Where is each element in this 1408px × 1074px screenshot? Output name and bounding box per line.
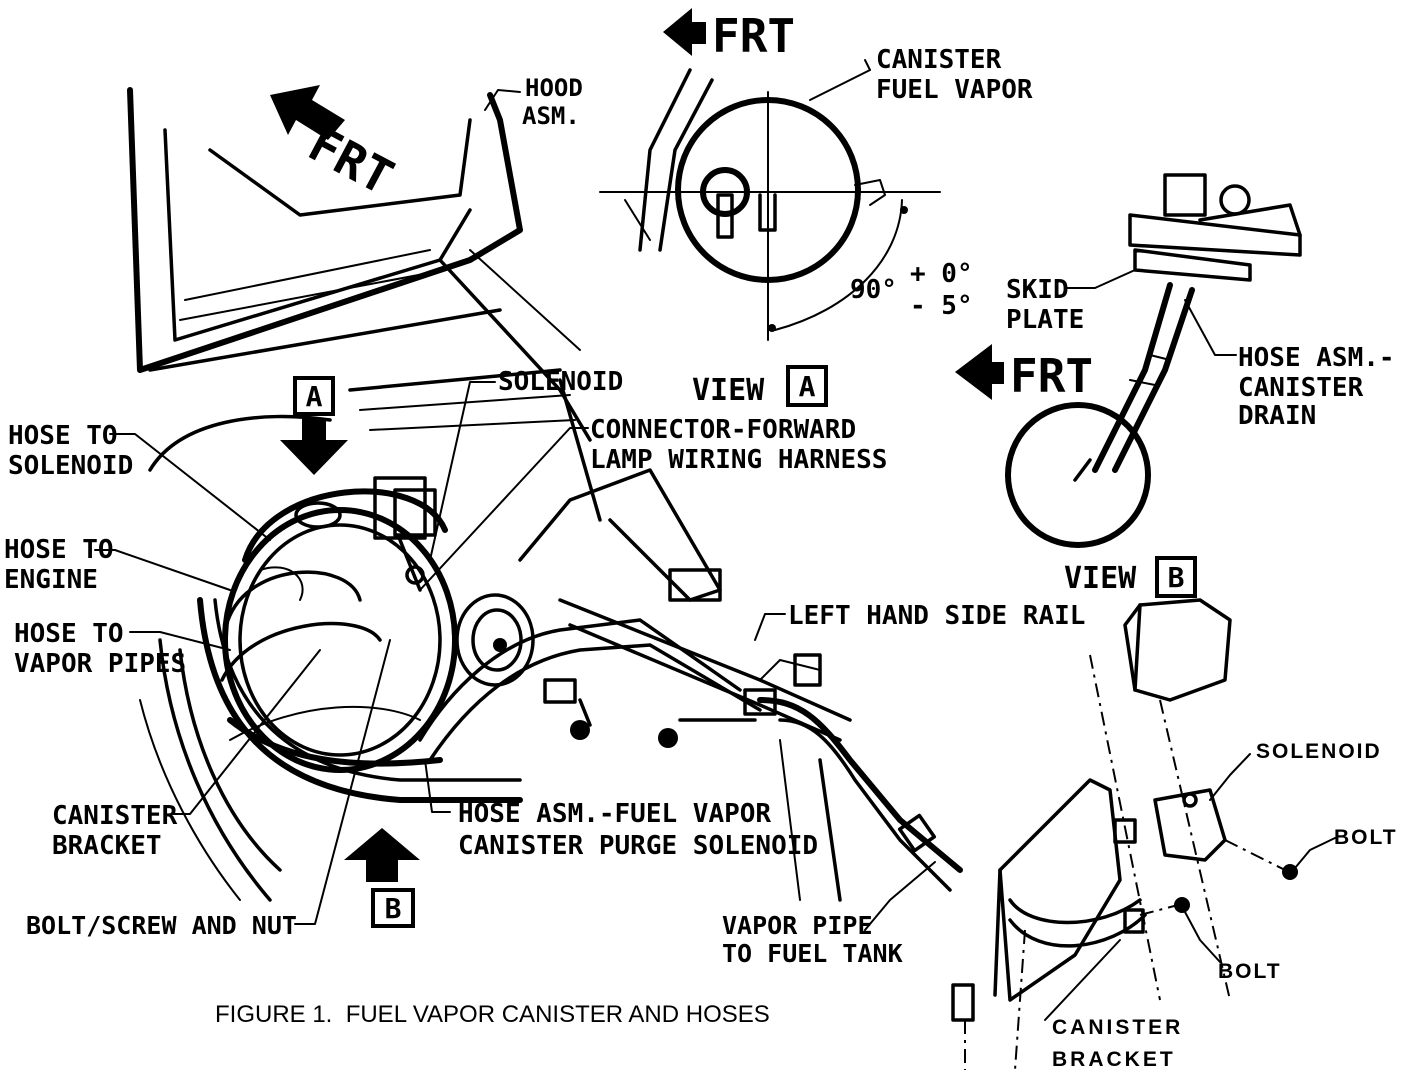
view-b-letter: B <box>1168 561 1185 594</box>
engine-bay-structure <box>139 368 602 902</box>
label-bolt-screw-nut: BOLT/SCREW AND NUT <box>26 911 297 940</box>
label-canister-bracket-2: BRACKET <box>52 831 162 861</box>
label-connector-2: LAMP WIRING HARNESS <box>590 445 887 475</box>
label-left-rail: LEFT HAND SIDE RAIL <box>788 601 1085 631</box>
view-a-detail: FRT 90° + 0° - 5° VIEW A <box>599 8 973 408</box>
label-purge-2: CANISTER PURGE SOLENOID <box>458 831 818 861</box>
label-purge-1: HOSE ASM.-FUEL VAPOR <box>458 799 771 829</box>
label-connector-1: CONNECTOR-FORWARD <box>590 415 856 445</box>
label-hose-drain-1: HOSE ASM.- <box>1238 343 1395 373</box>
view-a-indicator: A <box>280 376 348 475</box>
frt-view-b-text: FRT <box>1010 349 1093 403</box>
label-bolt-upper: BOLT <box>1334 826 1398 849</box>
label-hose-drain-3: DRAIN <box>1238 401 1316 431</box>
hose-clips <box>543 653 822 748</box>
labels: HOOD ASM. CANISTER FUEL VAPOR SKID PLATE… <box>4 45 1398 1071</box>
view-a-letter: A <box>799 370 816 403</box>
label-hose-solenoid-2: SOLENOID <box>8 451 133 481</box>
label-canister-fuel-vapor-1: CANISTER <box>876 45 1002 75</box>
label-hose-vapor-1: HOSE TO <box>14 619 124 649</box>
leader-lines <box>94 59 1336 1021</box>
frt-arrow-main: FRT <box>270 85 402 206</box>
label-bracket-b-1: CANISTER <box>1052 1016 1183 1039</box>
angle-value: 90° <box>850 275 897 305</box>
label-hose-solenoid-1: HOSE TO <box>8 421 118 451</box>
view-b-bracket-detail <box>951 598 1298 1071</box>
label-vapor-pipe-1: VAPOR PIPE <box>722 911 873 940</box>
label-solenoid-main: SOLENOID <box>498 367 623 397</box>
hood-assembly <box>127 87 592 442</box>
label-skid-plate-2: PLATE <box>1006 305 1084 335</box>
view-a-word: VIEW <box>692 373 765 408</box>
label-vapor-pipe-2: TO FUEL TANK <box>722 939 903 968</box>
marker-b-text: B <box>385 892 402 925</box>
horn-and-connector <box>455 468 722 687</box>
label-hose-drain-2: CANISTER <box>1238 373 1364 403</box>
angle-plus: + 0° <box>910 259 973 289</box>
left-hand-side-rail <box>558 598 963 902</box>
frt-view-a-text: FRT <box>712 9 795 63</box>
figure-caption: FIGURE 1. FUEL VAPOR CANISTER AND HOSES <box>215 1001 770 1028</box>
view-b-indicator: B <box>344 828 420 928</box>
solenoid-main-part <box>373 476 437 592</box>
label-bolt-lower: BOLT <box>1218 960 1282 983</box>
label-hood-1: HOOD <box>525 74 583 102</box>
marker-a-text: A <box>306 380 323 413</box>
label-bracket-b-2: BRACKET <box>1052 1048 1176 1071</box>
angle-minus: - 5° <box>910 291 973 321</box>
label-canister-fuel-vapor-2: FUEL VAPOR <box>876 75 1033 105</box>
label-skid-plate-1: SKID <box>1006 275 1069 305</box>
view-b-skid-detail: FRT VIEW B <box>955 173 1302 598</box>
label-hose-vapor-2: VAPOR PIPES <box>14 649 186 679</box>
hose-bundle <box>197 566 762 803</box>
label-solenoid-b: SOLENOID <box>1256 740 1382 763</box>
label-hose-engine-1: HOSE TO <box>4 535 114 565</box>
label-canister-bracket-1: CANISTER <box>52 801 178 831</box>
label-hose-engine-2: ENGINE <box>4 565 98 595</box>
view-b-word: VIEW <box>1064 561 1137 596</box>
label-hood-2: ASM. <box>522 102 580 130</box>
